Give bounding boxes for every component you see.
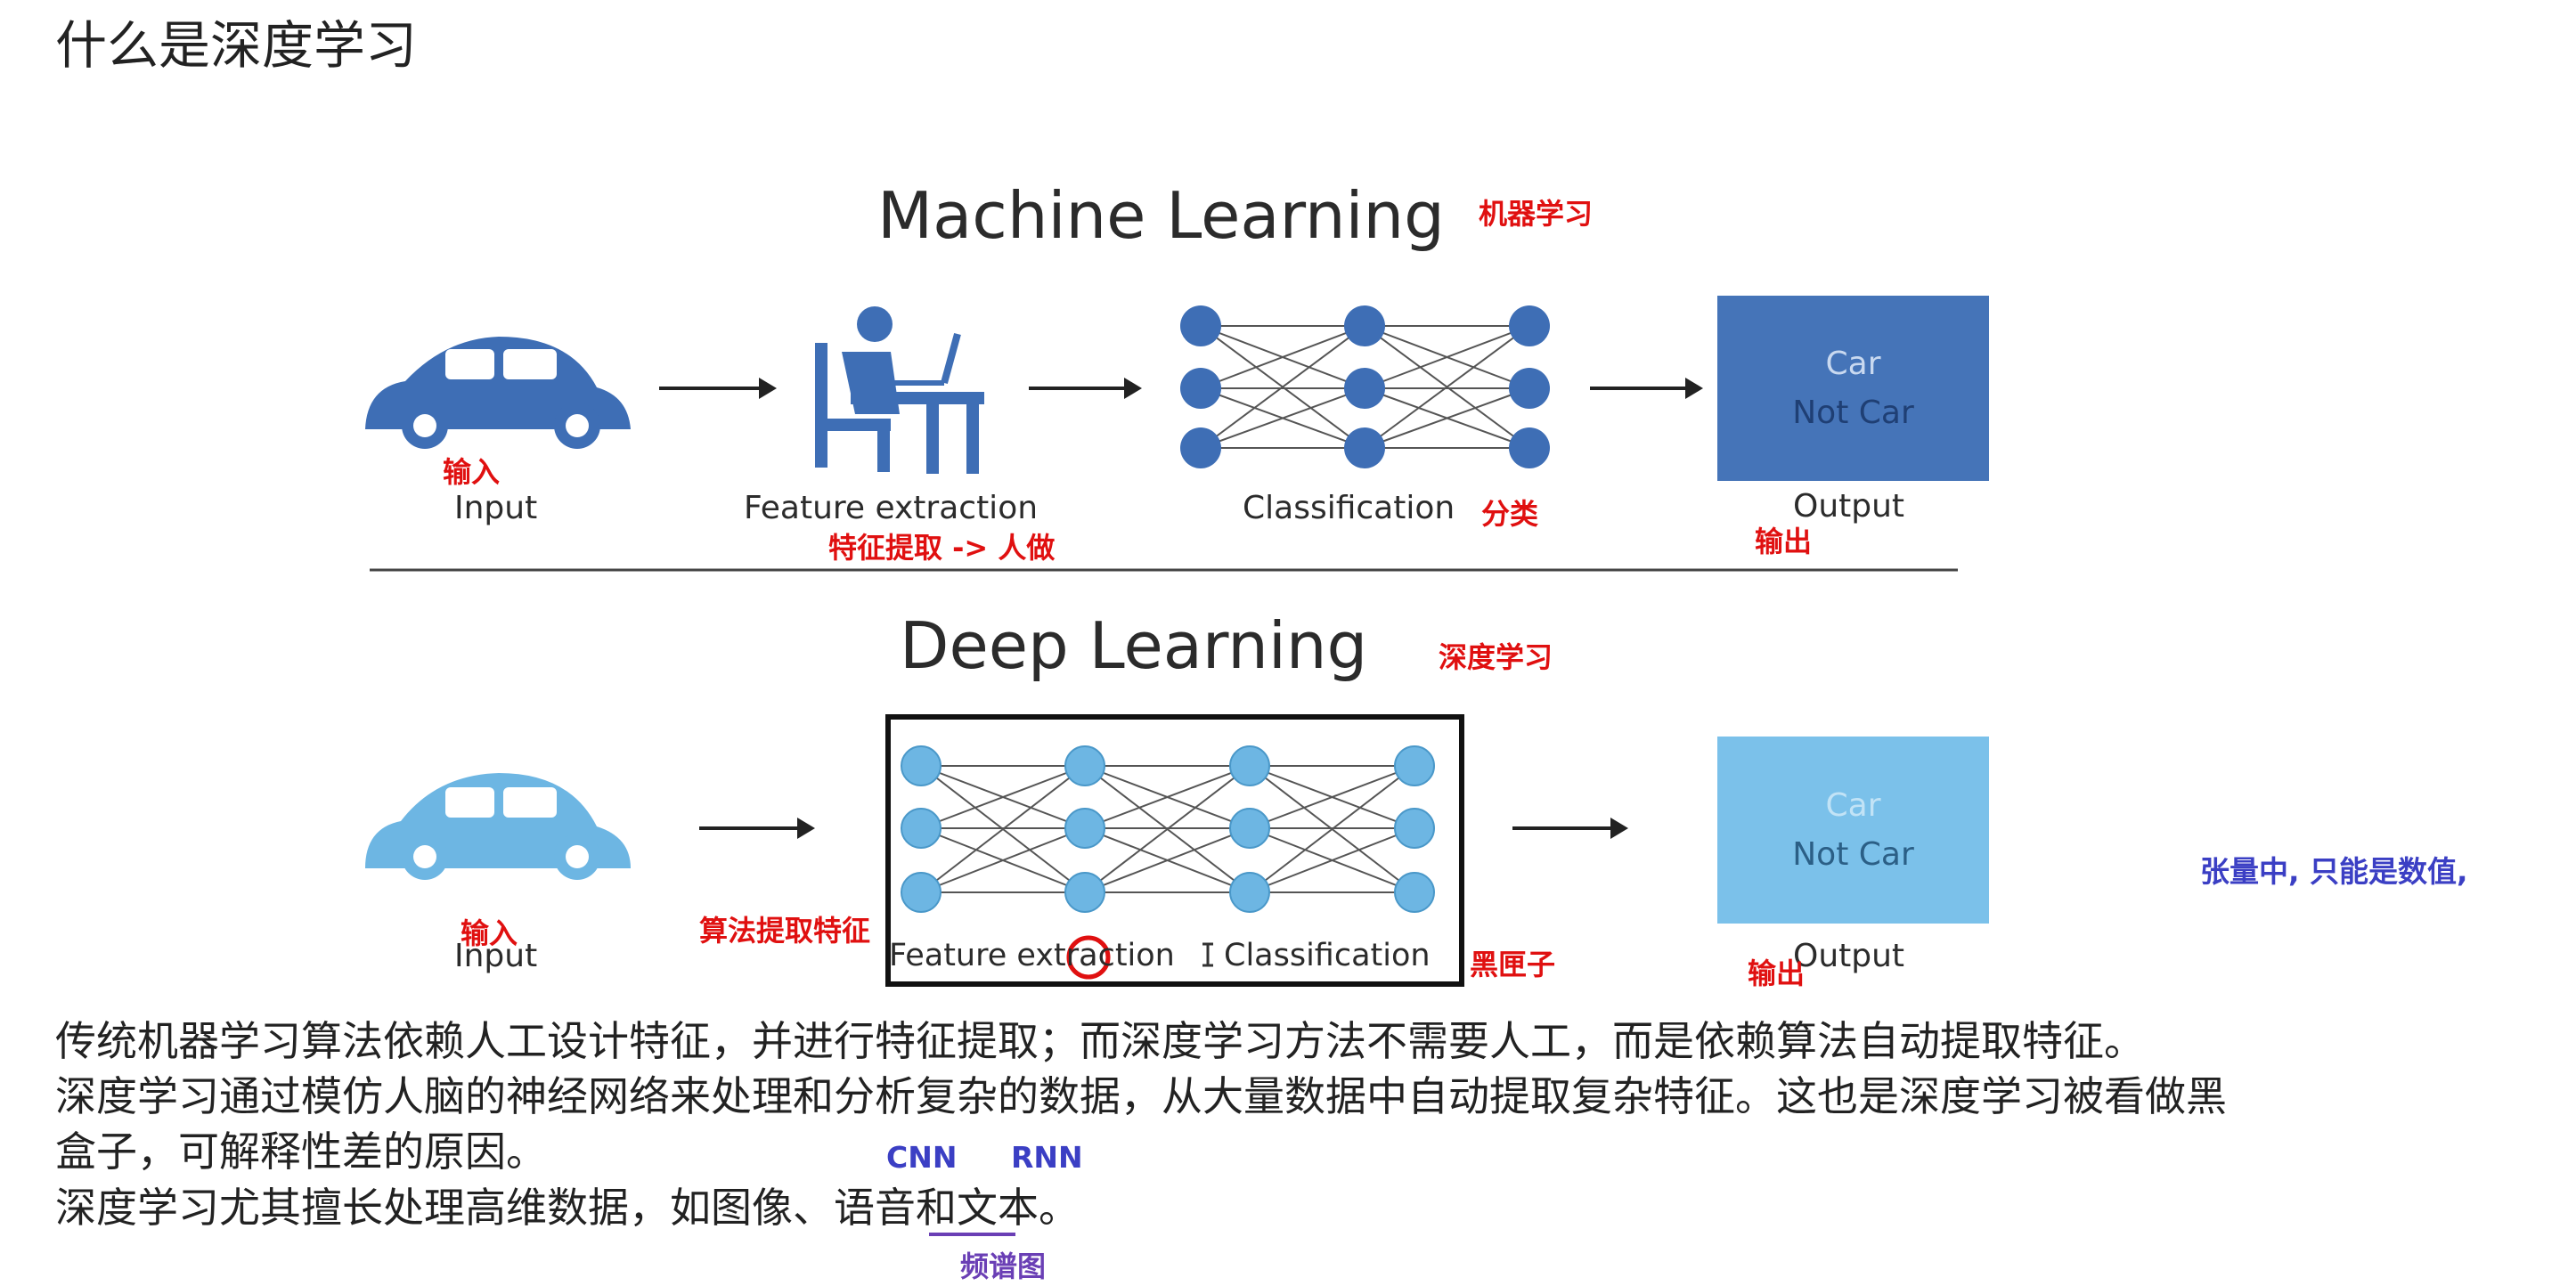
text-cursor-icon — [1202, 942, 1213, 967]
ml-title-note: 机器学习 — [1479, 197, 1594, 231]
arrow-dl-1 — [699, 818, 815, 839]
page-title: 什么是深度学习 — [55, 15, 418, 76]
dl-title-note: 深度学习 — [1439, 640, 1553, 674]
dl-network-nodes — [901, 745, 1435, 913]
ml-class-note: 分类 — [1481, 497, 1539, 531]
ml-network-edges — [1200, 325, 1530, 449]
dl-output-box: Car Not Car — [1717, 737, 1989, 924]
ml-out-notcar: Not Car — [1792, 395, 1914, 431]
dl-input-label: Input — [454, 938, 538, 974]
dl-output-note: 输出 — [1748, 956, 1806, 990]
dl-algo-note: 算法提取特征 — [699, 914, 871, 948]
ml-output-note: 输出 — [1755, 525, 1813, 558]
ml-output-label: Output — [1793, 488, 1905, 525]
car-icon-ml — [365, 337, 631, 449]
ml-feature-note: 特征提取 -> 人做 — [828, 531, 1056, 565]
person-at-computer-icon — [815, 306, 984, 474]
dl-box-label-class: Classification — [1224, 938, 1431, 973]
ml-class-label: Classification — [1243, 490, 1455, 526]
dl-title: Deep Learning — [900, 608, 1368, 683]
arrow-ml-3 — [1590, 378, 1703, 399]
ml-output-box: Car Not Car — [1717, 296, 1989, 481]
dl-box-label-feature: Feature extraction — [889, 938, 1175, 973]
arrow-ml-2 — [1029, 378, 1142, 399]
side-note: 张量中, 只能是数值, — [2200, 854, 2468, 889]
body-line-3: 盒子，可解释性差的原因。 — [55, 1127, 547, 1176]
dl-network-edges — [920, 765, 1415, 893]
body-line-2: 深度学习通过模仿人脑的神经网络来处理和分析复杂的数据，从大量数据中自动提取复杂特… — [55, 1072, 2227, 1120]
body-line-4: 深度学习尤其擅长处理高维数据，如图像、语音和文本。 — [55, 1184, 1080, 1232]
dl-out-car: Car — [1825, 787, 1881, 824]
dl-output-label: Output — [1793, 938, 1905, 974]
ml-out-car: Car — [1825, 346, 1881, 382]
annotation-rnn: RNN — [1011, 1140, 1083, 1175]
dl-box-note: 黑匣子 — [1470, 948, 1556, 981]
annotation-cnn: CNN — [886, 1140, 958, 1175]
car-icon-dl — [365, 773, 631, 880]
ml-input-label: Input — [454, 490, 538, 526]
annotation-spectrogram: 频谱图 — [960, 1249, 1047, 1283]
red-circle-marker — [1066, 935, 1111, 980]
arrow-ml-1 — [659, 378, 777, 399]
dl-out-notcar: Not Car — [1792, 836, 1914, 873]
black-box-frame — [885, 714, 1464, 987]
ml-feature-label: Feature extraction — [744, 490, 1039, 526]
ml-title: Machine Learning — [877, 178, 1445, 253]
ml-network-nodes — [1180, 305, 1550, 468]
ml-input-note: 输入 — [443, 455, 501, 489]
body-line-1: 传统机器学习算法依赖人工设计特征，并进行特征提取；而深度学习方法不需要人工，而是… — [55, 1017, 2145, 1065]
dl-input-note: 输入 — [461, 916, 518, 950]
arrow-dl-2 — [1512, 818, 1628, 839]
